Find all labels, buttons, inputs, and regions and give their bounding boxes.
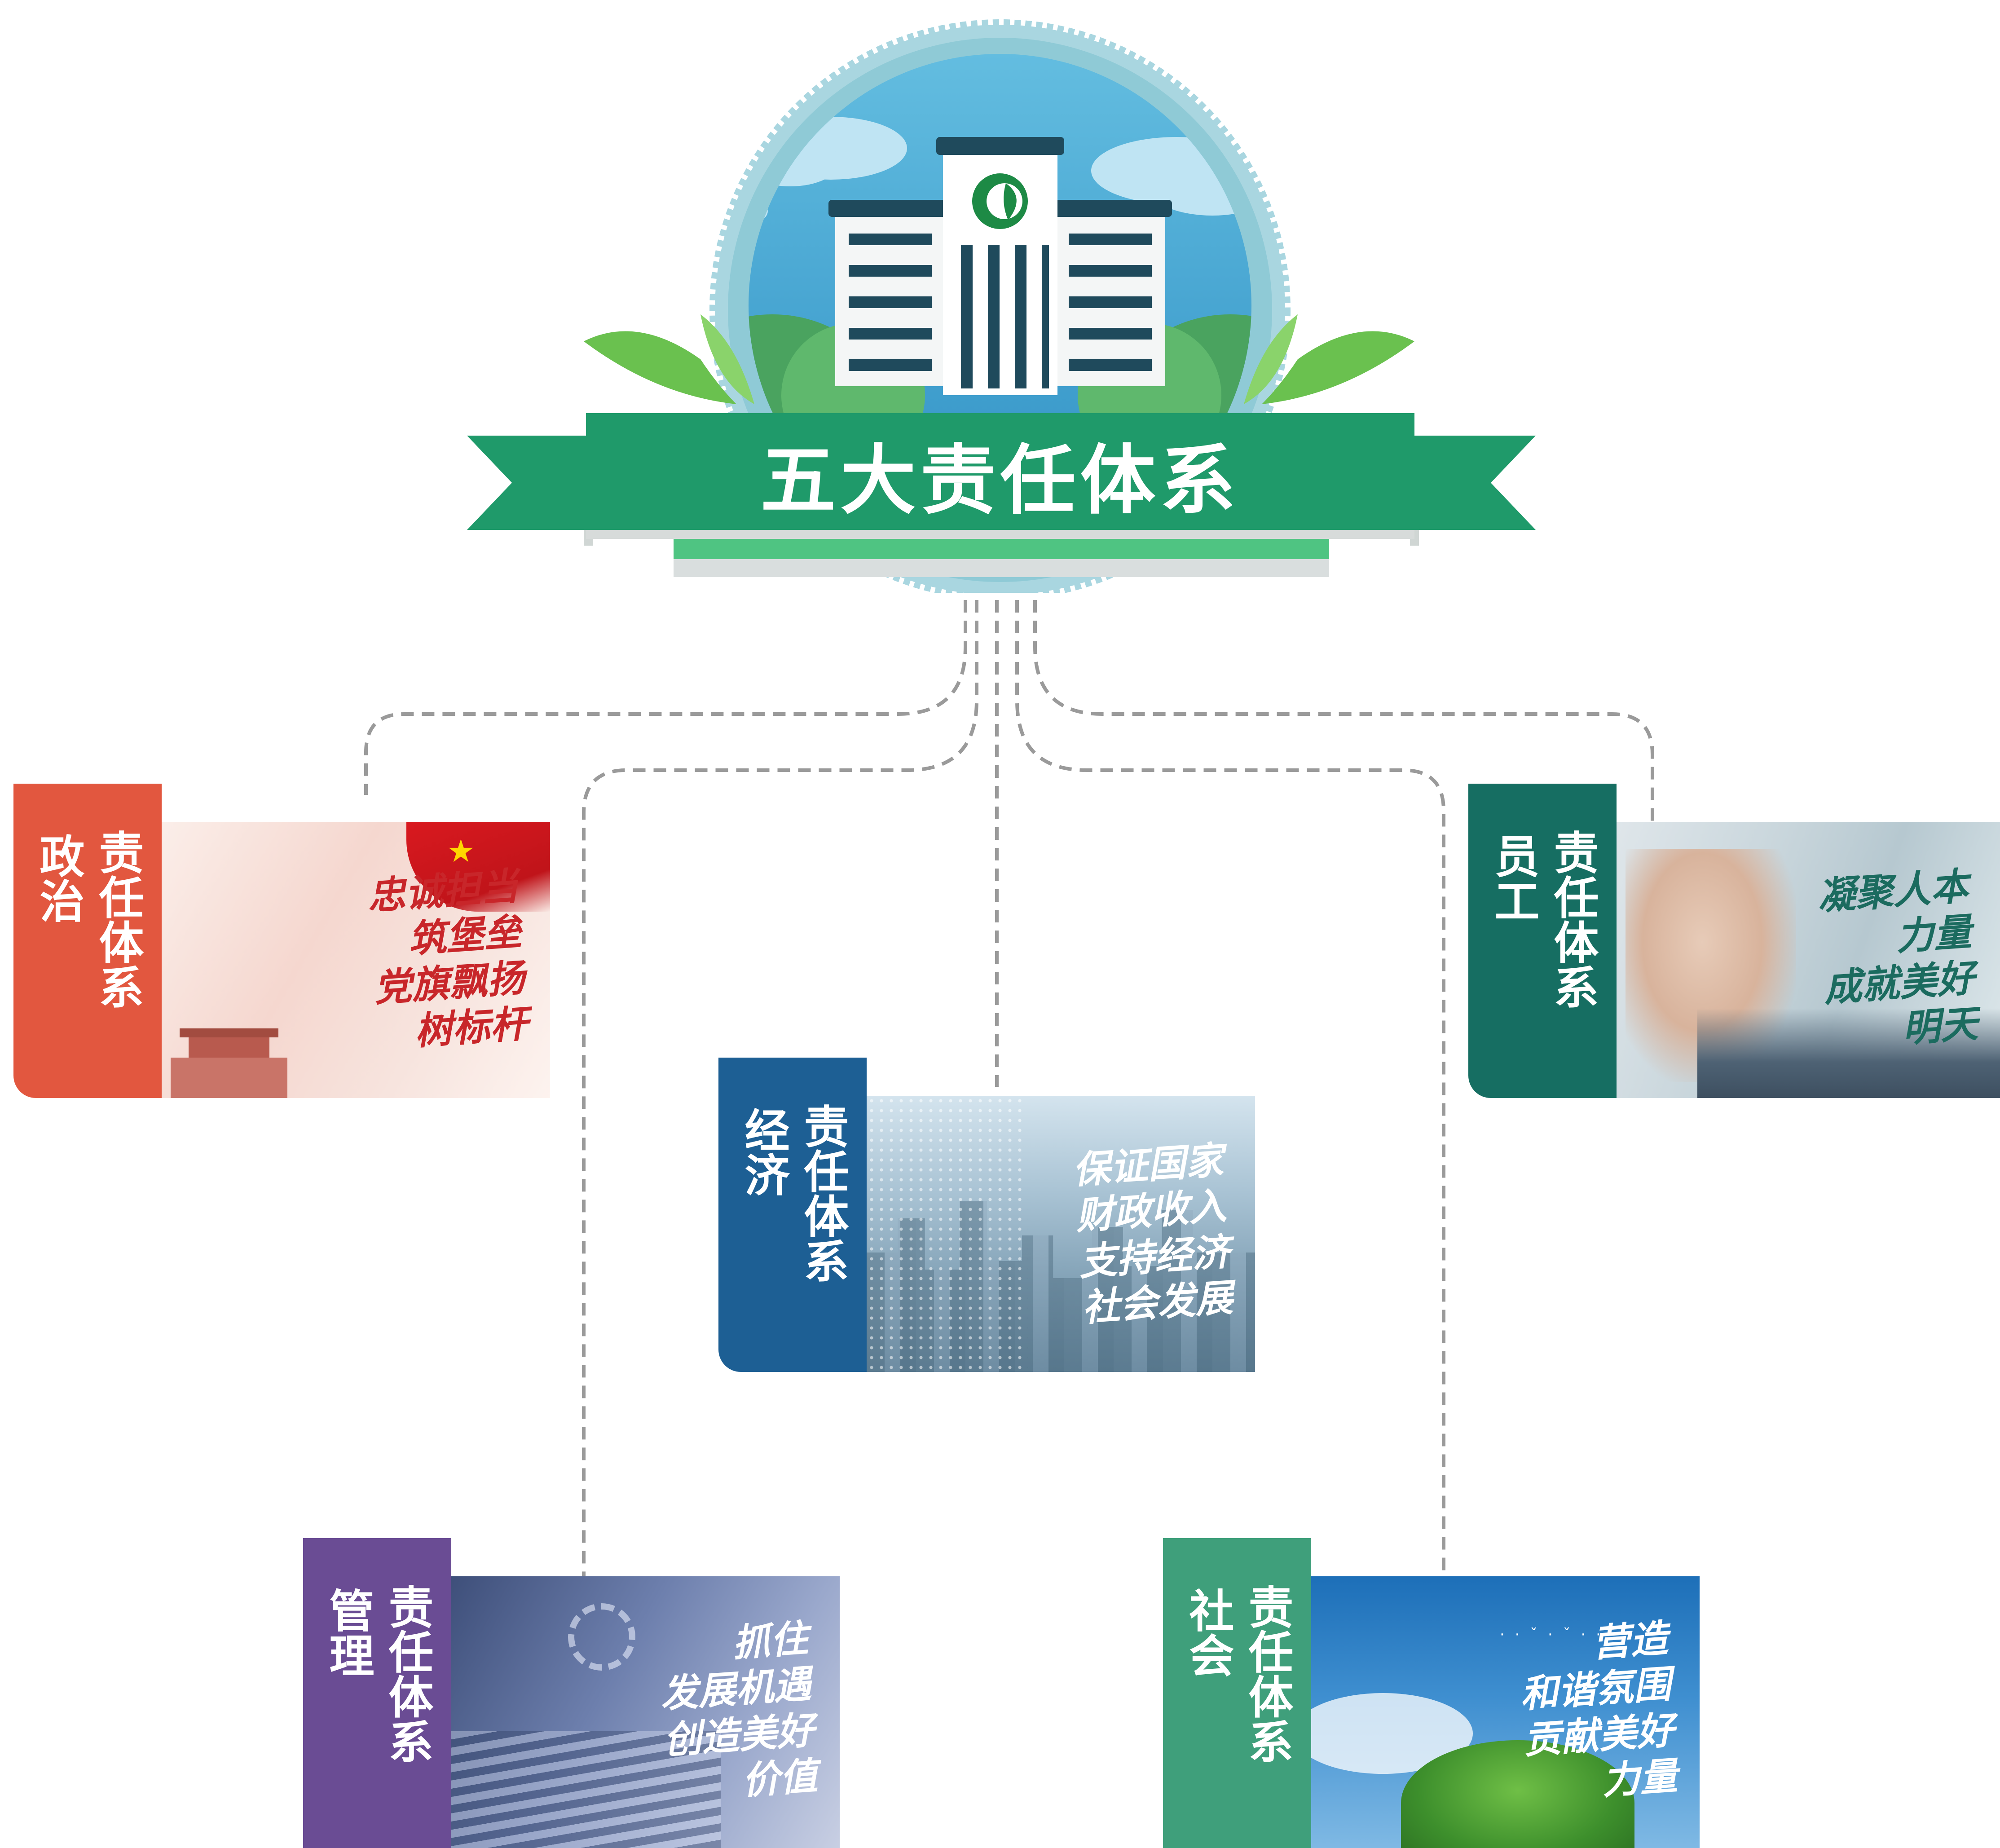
suit-shape — [1697, 1008, 2000, 1098]
photo-economic: 保证国家 财政收入 支持经济 社会发展 — [867, 1096, 1255, 1372]
card-social: · · ˇ · ˇ · · 营造 和谐氛围 贡献美好 力量 社会 责任体系 — [1163, 1538, 1700, 1848]
slogan-economic: 保证国家 财政收入 支持经济 社会发展 — [1071, 1137, 1234, 1330]
keyboard-image — [451, 1731, 721, 1848]
label-social: 社会 责任体系 — [1163, 1538, 1311, 1848]
slogan-social: 营造 和谐氛围 贡献美好 力量 — [1519, 1615, 1679, 1803]
slogan-employee: 凝聚人本 力量 成就美好 明天 — [1816, 863, 1979, 1051]
leaf-c-logo-icon — [972, 173, 1028, 229]
label-social-line1: 社会 — [1181, 1588, 1234, 1677]
tree-image — [1401, 1740, 1634, 1848]
photo-management: 抓住 发展机遇 创造美好 价值 — [451, 1576, 840, 1848]
photo-employee: 凝聚人本 力量 成就美好 明天 — [1617, 822, 2000, 1098]
card-employee: 凝聚人本 力量 成就美好 明天 员工 责任体系 — [1468, 784, 2000, 1098]
chart-title: 五大责任体系 — [760, 436, 1240, 525]
card-economic: 保证国家 财政收入 支持经济 社会发展 经济 责任体系 — [718, 1058, 1255, 1372]
label-management-line1: 管理 — [322, 1588, 374, 1677]
birds-icon: · · ˇ · ˇ · · — [1500, 1626, 1604, 1644]
connector-political — [364, 579, 967, 795]
label-economic-line1: 经济 — [737, 1107, 789, 1197]
label-economic: 经济 责任体系 — [718, 1058, 867, 1372]
photo-political: ★ 忠诚担当 筑堡垒 党旗飘扬 树标杆 — [162, 822, 550, 1098]
label-management: 管理 责任体系 — [303, 1538, 451, 1848]
label-management-line2: 责任体系 — [381, 1584, 433, 1764]
hospital-building-badge-icon — [467, 19, 1536, 593]
gear-icon — [568, 1603, 635, 1671]
label-employee-line1: 员工 — [1487, 833, 1539, 923]
card-management: 抓住 发展机遇 创造美好 价值 管理 责任体系 — [303, 1538, 840, 1848]
slogan-political: 忠诚担当 筑堡垒 党旗飘扬 树标杆 — [366, 863, 529, 1054]
label-social-line2: 责任体系 — [1241, 1584, 1293, 1764]
tiananmen-gate-icon — [162, 1013, 296, 1098]
dot-matrix-overlay — [867, 1096, 1028, 1372]
slogan-management: 抓住 发展机遇 创造美好 价值 — [659, 1615, 819, 1803]
photo-social: · · ˇ · ˇ · · 营造 和谐氛围 贡献美好 力量 — [1311, 1576, 1700, 1848]
label-political: 政治 责任体系 — [13, 784, 162, 1098]
connector-management — [582, 579, 978, 1581]
connector-employee — [1033, 579, 1654, 822]
label-employee: 员工 责任体系 — [1468, 784, 1617, 1098]
label-political-line2: 责任体系 — [91, 829, 144, 1009]
card-political: ★ 忠诚担当 筑堡垒 党旗飘扬 树标杆 政治 责任体系 — [13, 784, 550, 1098]
label-political-line1: 政治 — [32, 833, 84, 923]
label-employee-line2: 责任体系 — [1546, 829, 1599, 1009]
label-economic-line2: 责任体系 — [796, 1103, 849, 1283]
connector-social — [1015, 579, 1445, 1581]
